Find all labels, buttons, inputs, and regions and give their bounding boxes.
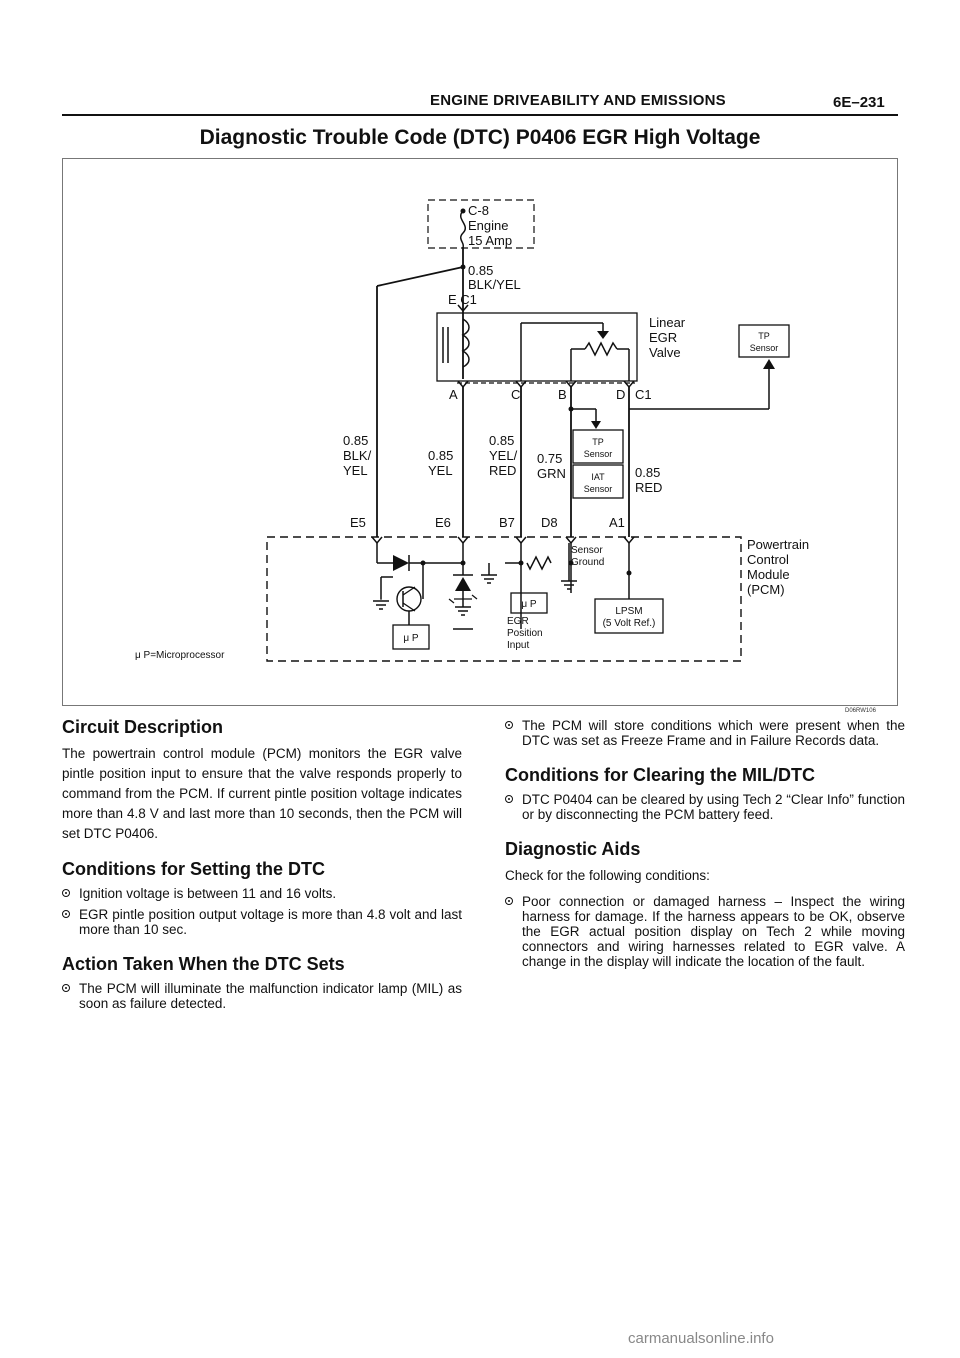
page-number: 6E–231 bbox=[833, 94, 885, 111]
conditions-setting-list: Ignition voltage is between 11 and 16 vo… bbox=[62, 886, 462, 937]
wire5-color: RED bbox=[635, 480, 662, 495]
diagnostic-aids-list: Poor connection or damaged harness – Ins… bbox=[505, 894, 905, 969]
section-header: ENGINE DRIVEABILITY AND EMISSIONS bbox=[430, 92, 726, 109]
wire-top-color: BLK/YEL bbox=[468, 277, 521, 292]
list-item: Poor connection or damaged harness – Ins… bbox=[505, 894, 905, 969]
pcm-label-3: Module bbox=[747, 567, 790, 582]
pcm-pin-d8: D8 bbox=[541, 515, 558, 530]
fuse-label-1: C-8 bbox=[468, 203, 489, 218]
list-item-text: Poor connection or damaged harness – Ins… bbox=[522, 894, 905, 969]
fuse-box: C-8 Engine 15 Amp bbox=[427, 199, 535, 270]
diagnostic-aids-intro: Check for the following conditions: bbox=[505, 868, 710, 883]
wire1-gauge: 0.85 bbox=[343, 433, 368, 448]
action-taken-list-cont: The PCM will store conditions which were… bbox=[505, 718, 905, 748]
list-item-text: The PCM will store conditions which were… bbox=[522, 718, 905, 748]
tp-right-label-1: TP bbox=[758, 331, 770, 341]
circuit-description-text: The powertrain control module (PCM) moni… bbox=[62, 746, 462, 841]
pcm-pin-b7: B7 bbox=[499, 515, 515, 530]
conditions-setting-heading: Conditions for Setting the DTC bbox=[62, 859, 325, 879]
conditions-clearing-list: DTC P0404 can be cleared by using Tech 2… bbox=[505, 792, 905, 822]
list-item: The PCM will store conditions which were… bbox=[505, 718, 905, 748]
pcm-label-1: Powertrain bbox=[747, 537, 809, 552]
list-item: DTC P0404 can be cleared by using Tech 2… bbox=[505, 792, 905, 822]
iat-label-1: IAT bbox=[591, 472, 605, 482]
right-column: The PCM will store conditions which were… bbox=[505, 718, 905, 985]
list-item-text: The PCM will illuminate the malfunction … bbox=[79, 981, 462, 1011]
list-item: Ignition voltage is between 11 and 16 vo… bbox=[62, 886, 462, 901]
list-item-text: DTC P0404 can be cleared by using Tech 2… bbox=[522, 792, 905, 822]
wire5-gauge: 0.85 bbox=[635, 465, 660, 480]
up-box-2-label: μ P bbox=[521, 599, 537, 610]
pcm-pin-a1: A1 bbox=[609, 515, 625, 530]
list-item: EGR pintle position output voltage is mo… bbox=[62, 907, 462, 937]
bullet-icon bbox=[505, 795, 513, 803]
wire-top-gauge: 0.85 bbox=[468, 263, 493, 278]
sensor-ground-label-2: Ground bbox=[571, 557, 604, 568]
conditions-clearing-heading: Conditions for Clearing the MIL/DTC bbox=[505, 765, 815, 785]
egr-input-label-3: Input bbox=[507, 640, 529, 651]
tp-mid-label-1: TP bbox=[592, 437, 604, 447]
pcm-pin-e6: E6 bbox=[435, 515, 451, 530]
page-title: Diagnostic Trouble Code (DTC) P0406 EGR … bbox=[199, 126, 761, 149]
diagnostic-aids-heading: Diagnostic Aids bbox=[505, 839, 641, 859]
list-item: The PCM will illuminate the malfunction … bbox=[62, 981, 462, 1011]
up-box-1-label: μ P bbox=[403, 633, 419, 644]
lpsm-label-1: LPSM bbox=[615, 606, 642, 617]
list-item-text: Ignition voltage is between 11 and 16 vo… bbox=[79, 886, 337, 901]
bullet-icon bbox=[505, 721, 513, 729]
fuse-label-2: Engine bbox=[468, 218, 508, 233]
action-taken-list: The PCM will illuminate the malfunction … bbox=[62, 981, 462, 1011]
action-taken-heading: Action Taken When the DTC Sets bbox=[62, 954, 345, 974]
bullet-icon bbox=[505, 897, 513, 905]
bullet-icon bbox=[62, 910, 70, 918]
egr-input-label-2: Position bbox=[507, 628, 543, 639]
pin-c: C bbox=[511, 387, 520, 402]
microprocessor-legend: μ P=Microprocessor bbox=[135, 650, 225, 661]
sensor-ground-label-1: Sensor bbox=[571, 545, 603, 556]
wire1-color-1: BLK/ bbox=[343, 448, 372, 463]
wire3-color-1: YEL/ bbox=[489, 448, 518, 463]
tp-mid-label-2: Sensor bbox=[584, 449, 613, 459]
valve-label-3: Valve bbox=[649, 345, 681, 360]
wire4-gauge: 0.75 bbox=[537, 451, 562, 466]
valve-label-2: EGR bbox=[649, 330, 677, 345]
wire2-color: YEL bbox=[428, 463, 453, 478]
circuit-description-heading: Circuit Description bbox=[62, 717, 224, 737]
watermark: carmanualsonline.info bbox=[628, 1330, 774, 1347]
wire3-gauge: 0.85 bbox=[489, 433, 514, 448]
lpsm-label-2: (5 Volt Ref.) bbox=[603, 618, 656, 629]
wire2-gauge: 0.85 bbox=[428, 448, 453, 463]
pin-a: A bbox=[449, 387, 458, 402]
bullet-icon bbox=[62, 889, 70, 897]
wiring-diagram: C-8 Engine 15 Amp 0.85 BLK/YEL E C1 Line… bbox=[62, 158, 898, 706]
pcm-pin-e5: E5 bbox=[350, 515, 366, 530]
pin-c1: C1 bbox=[635, 387, 652, 402]
pin-d: D bbox=[616, 387, 625, 402]
header-rule bbox=[62, 114, 898, 116]
pcm-label-2: Control bbox=[747, 552, 789, 567]
tp-right-label-2: Sensor bbox=[750, 343, 779, 353]
conn-top-label: E C1 bbox=[448, 292, 477, 307]
pin-b: B bbox=[558, 387, 567, 402]
wire1-color-2: YEL bbox=[343, 463, 368, 478]
wire4-color: GRN bbox=[537, 466, 566, 481]
figure-id: D06RW106 bbox=[845, 708, 876, 714]
egr-input-label-1: EGR bbox=[507, 616, 529, 627]
wire3-color-2: RED bbox=[489, 463, 516, 478]
bullet-icon bbox=[62, 984, 70, 992]
fuse-label-3: 15 Amp bbox=[468, 233, 512, 248]
valve-label-1: Linear bbox=[649, 315, 686, 330]
left-column: Circuit Description The powertrain contr… bbox=[62, 716, 462, 1027]
iat-label-2: Sensor bbox=[584, 484, 613, 494]
list-item-text: EGR pintle position output voltage is mo… bbox=[79, 907, 462, 937]
pcm-label-4: (PCM) bbox=[747, 582, 785, 597]
